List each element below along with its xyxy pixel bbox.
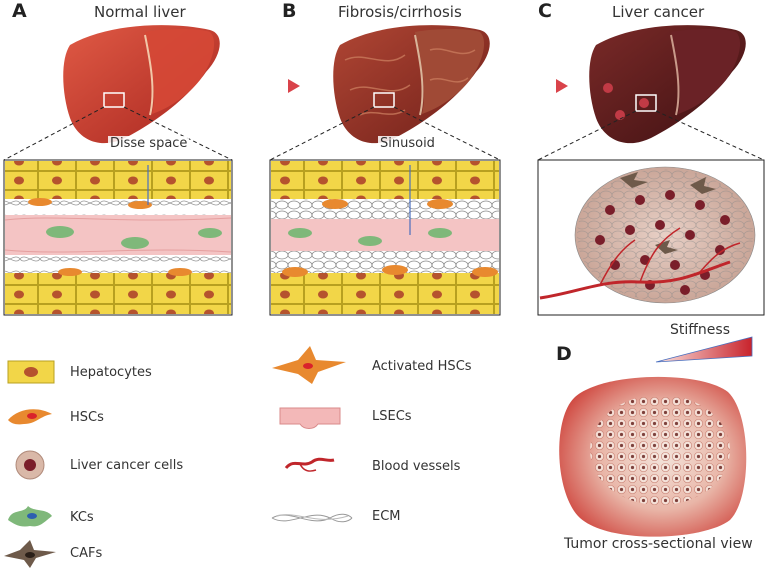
- legend-icon-hscs: [8, 409, 52, 425]
- legend-icon-hepatocytes: [7, 360, 55, 384]
- panel-a-title: Normal liver: [94, 3, 186, 21]
- legend-label-hscs: HSCs: [70, 410, 104, 425]
- legend-icon-cafs: [4, 540, 56, 568]
- legend-icon-liver-cancer-cells: [15, 450, 45, 480]
- legend-icon-activated-hscs: [272, 346, 346, 384]
- panel-a-letter: A: [12, 0, 27, 22]
- legend-label-cafs: CAFs: [70, 546, 103, 561]
- legend-label-activated-hscs: Activated HSCs: [372, 359, 472, 374]
- cancer-liver-illustration: [589, 25, 746, 144]
- stiffness-label: Stiffness: [670, 322, 730, 338]
- zoom-box-b: [373, 92, 395, 108]
- inset-b-label: Sinusoid: [378, 136, 437, 151]
- inset-a-label: Disse space: [108, 136, 190, 151]
- inset-c-tumor: [537, 159, 765, 316]
- fibrotic-liver-illustration: [333, 25, 490, 144]
- legend-icon-lsecs: [279, 407, 341, 429]
- legend-label-kcs: KCs: [70, 510, 94, 525]
- legend-icon-ecm: [271, 513, 353, 523]
- normal-liver-illustration: [63, 25, 220, 144]
- panel-d-caption: Tumor cross-sectional view: [564, 536, 753, 552]
- zoom-box-a: [103, 92, 125, 108]
- tumor-cross-section: [559, 376, 747, 537]
- legend-label-hepatocytes: Hepatocytes: [70, 365, 152, 380]
- legend-label-ecm: ECM: [372, 509, 401, 524]
- legend-label-liver-cancer-cells: Liver cancer cells: [70, 458, 184, 473]
- panel-c-title: Liver cancer: [612, 3, 705, 21]
- panel-b-title: Fibrosis/cirrhosis: [338, 3, 462, 21]
- stiffness-gradient: [655, 336, 753, 363]
- panel-d-letter: D: [556, 343, 572, 365]
- legend-icon-kcs: [8, 506, 52, 527]
- legend-icon-blood-vessels: [284, 457, 335, 472]
- zoom-box-c: [635, 94, 657, 112]
- legend-label-lsecs: LSECs: [372, 409, 412, 424]
- legend-label-blood-vessels: Blood vessels: [372, 459, 461, 474]
- inset-b-tissue: [269, 159, 501, 316]
- inset-a-tissue: [3, 159, 233, 316]
- panel-b-letter: B: [282, 0, 297, 22]
- panel-c-letter: C: [538, 0, 552, 22]
